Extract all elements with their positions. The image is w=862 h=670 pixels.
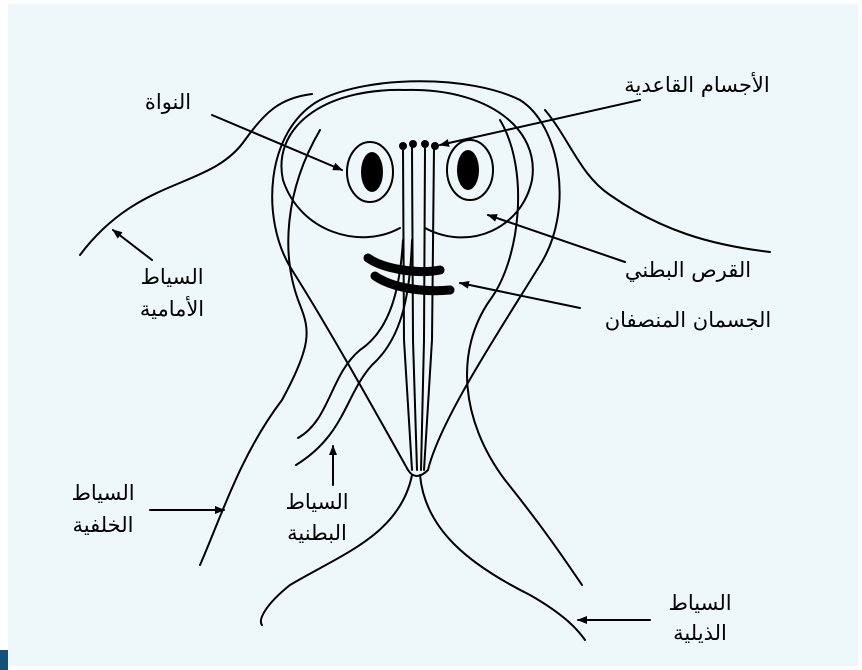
label-caudal-flagella-line1: السياط xyxy=(645,588,755,618)
caudal-flagellum-right xyxy=(420,475,585,640)
nucleus-right-chromatin xyxy=(457,150,479,190)
anterior-flagellum-right xyxy=(545,110,770,252)
label-basal-bodies: الأجسام القاعدية xyxy=(592,70,802,100)
label-posterior-flagella-line1: السياط xyxy=(48,478,158,508)
label-ventral-flagella-line1: السياط xyxy=(262,487,372,517)
label-caudal-flagella-line2: الذيلية xyxy=(640,618,760,648)
label-nucleus: النواة xyxy=(128,87,208,117)
nucleus-left-chromatin xyxy=(361,152,383,192)
label-posterior-flagella-line2: الخلفية xyxy=(48,510,158,540)
axoneme-3 xyxy=(421,148,425,470)
label-anterior-flagella-line1: السياط xyxy=(117,262,227,292)
pointer-median-bodies xyxy=(460,283,580,308)
label-ventral-disc: القرص البطني xyxy=(598,255,778,285)
basal-body-3 xyxy=(421,140,429,148)
basal-body-1 xyxy=(399,142,407,150)
ventral-disc xyxy=(281,90,532,237)
pointer-anterior-flagella xyxy=(113,230,152,260)
label-anterior-flagella-line2: الأمامية xyxy=(112,294,232,324)
pointer-basal-bodies xyxy=(440,100,640,145)
ventral-flagellum-2 xyxy=(296,240,412,465)
posterior-flagellum-right xyxy=(467,120,582,585)
basal-body-4 xyxy=(431,142,439,150)
basal-body-2 xyxy=(409,140,417,148)
label-ventral-flagella-line2: البطنية xyxy=(257,518,377,548)
axoneme-2 xyxy=(412,148,417,470)
label-median-bodies: الجسمان المنصفان xyxy=(568,305,808,335)
